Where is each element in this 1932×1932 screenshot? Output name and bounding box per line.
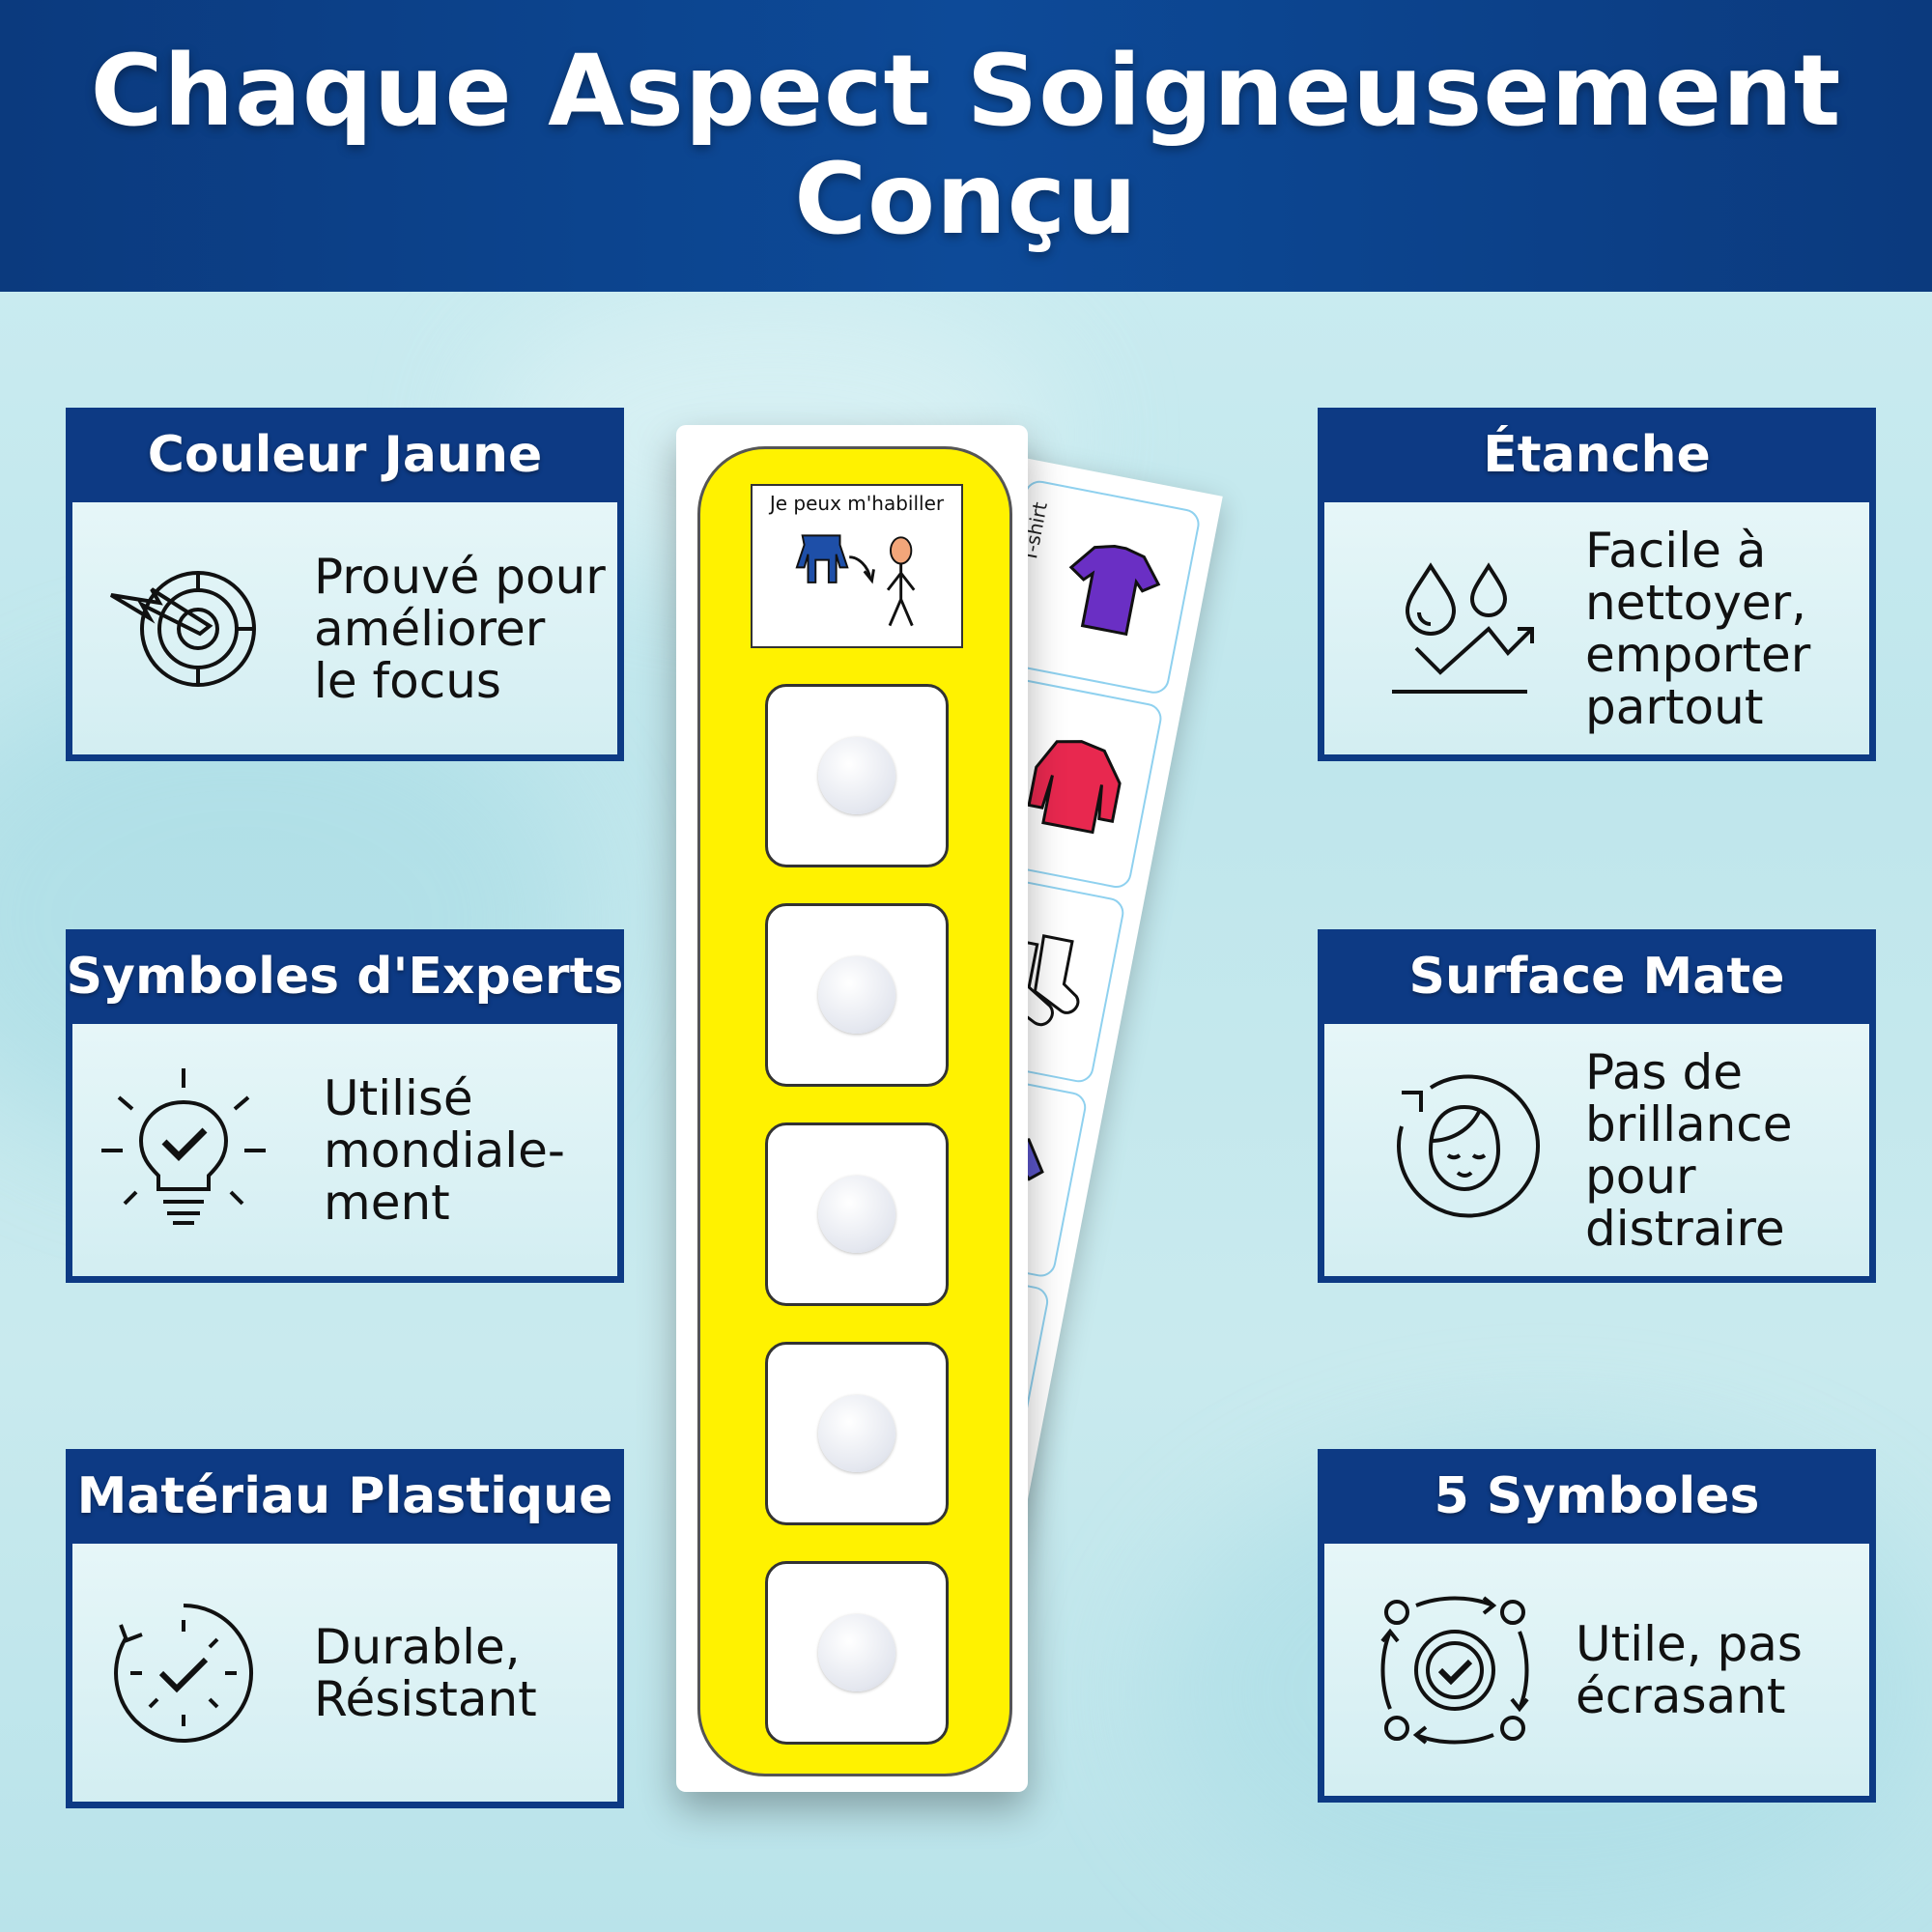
velcro-slot[interactable] [765, 903, 949, 1087]
lightbulb-check-icon [101, 1067, 266, 1225]
feature-title: Couleur Jaune [147, 426, 543, 484]
feature-title: Symboles d'Experts [66, 948, 624, 1006]
feature-card-matte: Surface Mate Pas de brillance pour distr… [1318, 929, 1876, 1283]
feature-text: Facile à nettoyer, emporter partout [1585, 522, 1811, 735]
feature-card-waterproof: Étanche Facile à nettoyer, emporter part… [1318, 408, 1876, 761]
target-arrow-icon [109, 570, 256, 687]
clock-check-icon [114, 1603, 254, 1743]
feature-title: Étanche [1483, 426, 1711, 484]
feature-card-plastic: Matériau Plastique Durable, Résistant [66, 1449, 624, 1808]
schedule-header-card: Je peux m'habiller [751, 484, 963, 648]
velcro-slot[interactable] [765, 684, 949, 867]
symbol-card: chandail [953, 672, 1165, 891]
velcro-dot [818, 1176, 895, 1253]
page-title: Chaque Aspect Soigneusement Conçu [90, 34, 1842, 257]
velcro-dot [818, 1395, 895, 1472]
velcro-slot[interactable] [765, 1342, 949, 1525]
velcro-dot [818, 956, 895, 1034]
page-header: Chaque Aspect Soigneusement Conçu [0, 0, 1932, 292]
velcro-slot[interactable] [765, 1561, 949, 1745]
dressing-person-icon [795, 534, 916, 627]
cycle-check-icon [1380, 1595, 1529, 1745]
velcro-dot [818, 1614, 895, 1691]
schedule-header-label: Je peux m'habiller [769, 492, 945, 515]
yellow-board: Je peux m'habiller [697, 446, 1012, 1776]
feature-text: Prouvé pour améliorer le focus [314, 548, 606, 709]
feature-title: 5 Symboles [1434, 1467, 1760, 1525]
feature-card-yellow: Couleur Jaune Prouvé pour améliorer le f… [66, 408, 624, 761]
tshirt-icon [1068, 544, 1161, 637]
sweater-icon [1027, 740, 1122, 835]
feature-text: Utile, pas écrasant [1576, 1615, 1803, 1724]
face-refresh-icon [1397, 1074, 1541, 1218]
velcro-slot[interactable] [765, 1122, 949, 1306]
velcro-dot [818, 737, 895, 814]
feature-text: Utilisé mondiale- ment [324, 1069, 565, 1231]
feature-card-five-symbols: 5 Symboles Utile, pas écrasant [1318, 1449, 1876, 1803]
feature-text: Durable, Résistant [314, 1618, 537, 1727]
water-drops-icon [1392, 561, 1534, 694]
feature-card-symbols: Symboles d'Experts Utilisé mondiale- men… [66, 929, 624, 1283]
feature-text: Pas de brillance pour distraire [1585, 1043, 1793, 1257]
schedule-strip: Je peux m'habiller [676, 425, 1028, 1792]
feature-title: Matériau Plastique [76, 1467, 613, 1525]
feature-title: Surface Mate [1408, 948, 1785, 1006]
symbol-card: T-shirt [991, 477, 1203, 696]
